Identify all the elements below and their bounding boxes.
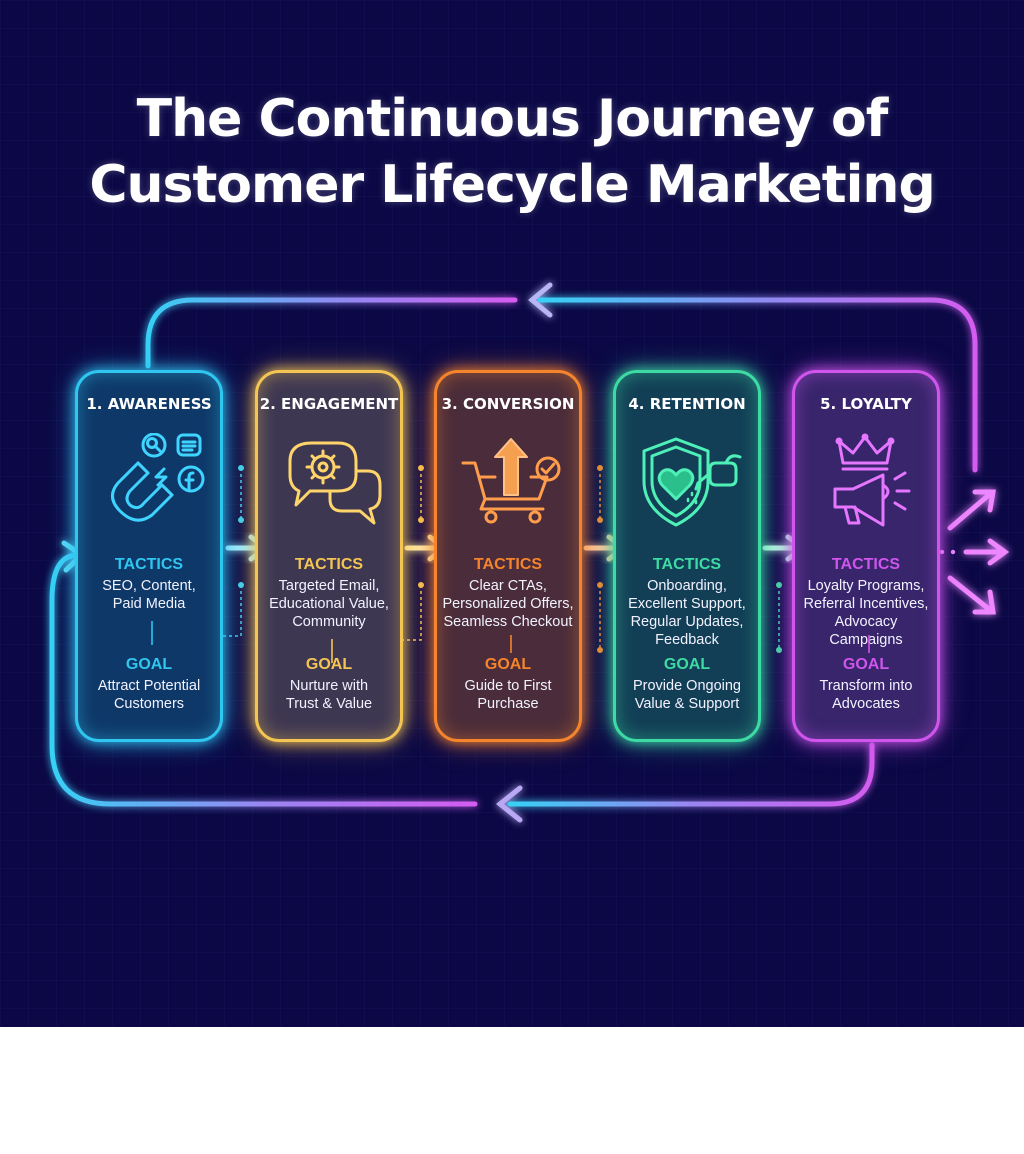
goal-text: Provide Ongoing Value & Support [632, 678, 741, 712]
goal-label: GOAL [484, 656, 532, 673]
circuit-connectors [196, 468, 780, 650]
chat-bubbles-gear-icon [272, 433, 392, 533]
tactics-text: Targeted Email, Educational Value, Commu… [269, 578, 389, 630]
separator [151, 621, 153, 645]
stage-card-retention: 4. RETENTION TACTICS Onboarding, Excelle… [613, 370, 761, 742]
tactics-label: TACTICS [652, 556, 722, 573]
goal-label: GOAL [842, 656, 890, 673]
tactics-label: TACTICS [114, 556, 184, 573]
separator [510, 635, 512, 653]
crown-megaphone-icon [809, 433, 929, 533]
tactics-text: Loyalty Programs, Referral Incentives, A… [803, 578, 929, 648]
tactics-text: Clear CTAs, Personalized Offers, Seamles… [442, 578, 574, 630]
title-line-1: The Continuous Journey of [136, 89, 889, 149]
stage-title: 3. CONVERSION [441, 395, 575, 413]
shopping-cart-icon [451, 433, 571, 533]
stage-title: 4. RETENTION [628, 395, 746, 413]
tactics-text: Onboarding, Excellent Support, Regular U… [628, 578, 746, 648]
stage-title: 5. LOYALTY [820, 395, 912, 413]
stage-title: 1. AWARENESS [86, 395, 212, 413]
tactics-text: SEO, Content, Paid Media [102, 578, 196, 612]
stage-card-engagement: 2. ENGAGEMENT TACTICS Targeted Email, Ed… [255, 370, 403, 742]
title-line-2: Customer Lifecycle Marketing [89, 155, 935, 215]
infographic-canvas: The Continuous Journey of Customer Lifec… [0, 0, 1024, 1027]
top-loop-arrow [145, 282, 978, 473]
stage-card-loyalty: 5. LOYALTY TACTICS Loyalty Programs, Ref… [792, 370, 940, 742]
page-title: The Continuous Journey of Customer Lifec… [0, 86, 1024, 218]
separator [868, 635, 870, 653]
goal-text: Transform into Advocates [819, 678, 913, 712]
tactics-label: TACTICS [294, 556, 364, 573]
tactics-label: TACTICS [473, 556, 543, 573]
goal-label: GOAL [305, 656, 353, 673]
stage-card-conversion: 3. CONVERSION TACTICS Clear CTAs, Person… [434, 370, 582, 742]
goal-text: Attract Potential Customers [97, 678, 201, 712]
separator [331, 639, 333, 663]
tactics-label: TACTICS [831, 556, 901, 573]
stage-title: 2. ENGAGEMENT [259, 395, 399, 413]
goal-label: GOAL [125, 656, 173, 673]
magnet-icon [92, 432, 212, 533]
shield-heart-icon [630, 433, 750, 533]
goal-text: Nurture with Trust & Value [285, 678, 373, 712]
goal-label: GOAL [663, 656, 711, 673]
outgoing-arrows [947, 489, 1010, 615]
goal-text: Guide to First Purchase [464, 678, 552, 712]
stage-card-awareness: 1. AWARENESS TACTICS SEO, Content, Paid … [75, 370, 223, 742]
